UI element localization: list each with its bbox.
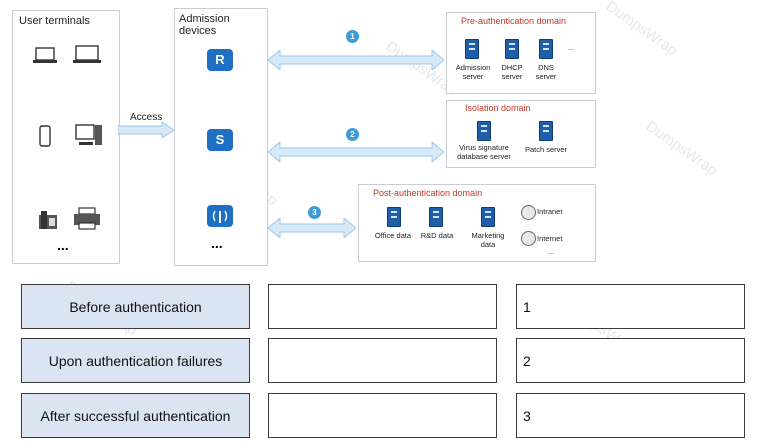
- match-left-after-success[interactable]: After successful authentication: [21, 393, 250, 438]
- office-data-server-icon: [387, 207, 401, 227]
- post-auth-more: ...: [547, 247, 555, 256]
- intranet-globe-icon: [521, 205, 536, 220]
- match-left-auth-failures[interactable]: Upon authentication failures: [21, 338, 250, 383]
- match-drop-slot-2[interactable]: [268, 338, 497, 383]
- rd-data-label: R&D data: [420, 231, 454, 240]
- patch-server-icon: [539, 121, 553, 141]
- watermark-text: DumpsWrap: [602, 0, 681, 60]
- admission-devices-panel: Admission devices R S ...: [174, 8, 268, 266]
- post-auth-domain-title: Post-authentication domain: [373, 188, 483, 198]
- printer-icon: [74, 207, 100, 230]
- admission-server-label: Admission server: [455, 63, 491, 81]
- marketing-data-server-icon: [481, 207, 495, 227]
- user-terminals-title: User terminals: [19, 15, 90, 27]
- switch-icon: S: [207, 129, 233, 151]
- double-arrow-2: [268, 142, 444, 162]
- dhcp-server-icon: [505, 39, 519, 59]
- arrow-number-2: 2: [346, 128, 359, 141]
- dns-server-icon: [539, 39, 553, 59]
- match-left-before-auth[interactable]: Before authentication: [21, 284, 250, 329]
- admission-server-icon: [465, 39, 479, 59]
- double-arrow-1: [268, 50, 444, 70]
- dhcp-server-label: DHCP server: [501, 63, 523, 81]
- match-option-2[interactable]: 2: [516, 338, 745, 383]
- admission-devices-title: Admission devices: [179, 13, 230, 37]
- desktop-icon: [75, 124, 102, 145]
- virus-db-server-label: Virus signature database server: [457, 143, 511, 161]
- isolation-domain-panel: Isolation domain Virus signature databas…: [446, 100, 596, 168]
- pre-auth-more: ...: [567, 43, 575, 52]
- pre-auth-domain-title: Pre-authentication domain: [461, 16, 567, 26]
- office-data-label: Office data: [374, 231, 412, 240]
- isolation-domain-title: Isolation domain: [465, 103, 531, 113]
- marketing-data-label: Marketing data: [471, 231, 505, 249]
- wireless-ap-icon: [207, 205, 233, 227]
- terminals-more: ...: [57, 237, 69, 253]
- match-drop-slot-1[interactable]: [268, 284, 497, 329]
- patch-server-label: Patch server: [524, 145, 568, 154]
- virus-db-server-icon: [477, 121, 491, 141]
- dns-server-label: DNS server: [535, 63, 557, 81]
- laptop-icon: [33, 47, 57, 63]
- intranet-label: Intranet: [537, 207, 563, 216]
- user-terminals-panel: User terminals ...: [12, 10, 120, 264]
- laptop-icon: [73, 45, 101, 63]
- double-arrow-3: [268, 218, 356, 238]
- arrow-number-3: 3: [308, 206, 321, 219]
- post-auth-domain-panel: Post-authentication domain Office data R…: [358, 184, 596, 262]
- access-arrow: [118, 122, 174, 138]
- match-drop-slot-3[interactable]: [268, 393, 497, 438]
- match-option-1[interactable]: 1: [516, 284, 745, 329]
- pre-auth-domain-panel: Pre-authentication domain Admission serv…: [446, 12, 596, 94]
- access-label: Access: [130, 112, 163, 123]
- router-icon: R: [207, 49, 233, 71]
- rd-data-server-icon: [429, 207, 443, 227]
- match-option-3[interactable]: 3: [516, 393, 745, 438]
- arrow-number-1: 1: [346, 30, 359, 43]
- devices-more: ...: [211, 235, 223, 251]
- internet-label: Internet: [537, 234, 563, 243]
- phone-icon: [39, 125, 51, 147]
- watermark-text: DumpsWrap: [642, 117, 721, 180]
- internet-globe-icon: [521, 231, 536, 246]
- ip-phone-icon: [39, 211, 57, 229]
